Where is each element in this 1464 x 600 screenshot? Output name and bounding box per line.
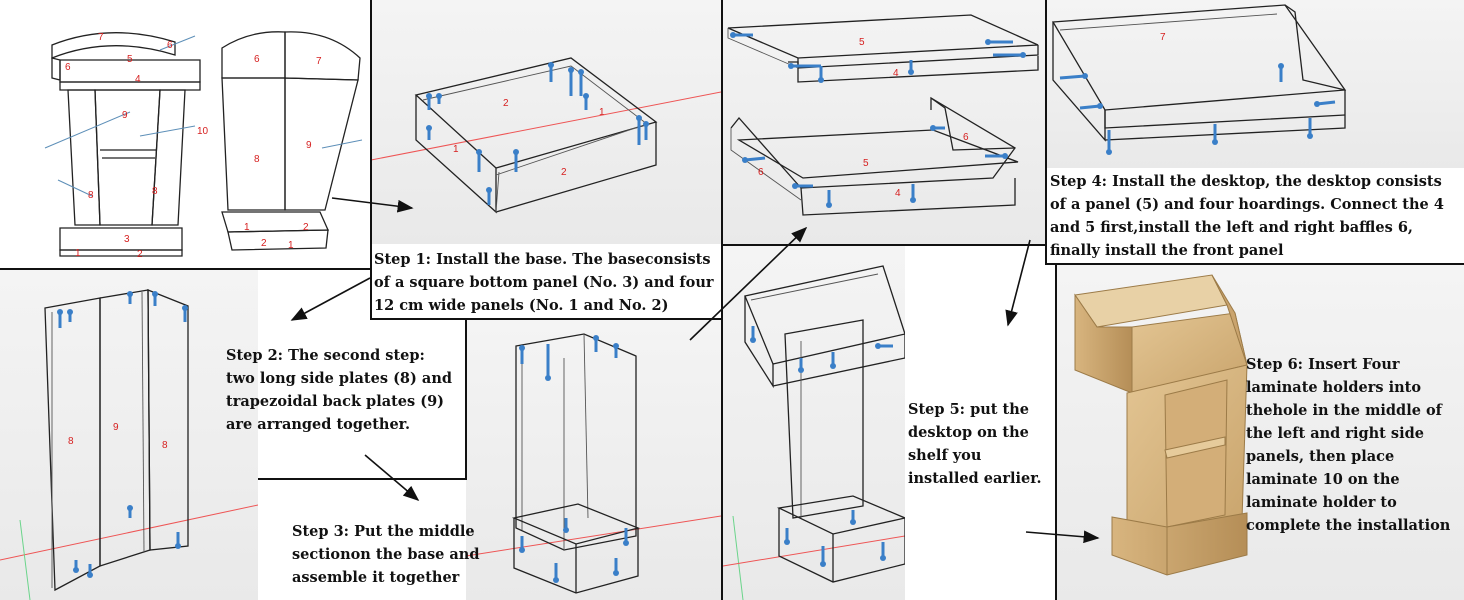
step5-render-panel (723, 246, 905, 600)
label-1: 1 (599, 107, 605, 118)
arrow (331, 197, 414, 213)
step1-base-render: 2 1 1 2 (371, 57, 721, 214)
step6-text: Step 6: Insert Four laminate holders int… (1246, 356, 1451, 534)
arrow (689, 226, 808, 341)
overview-drawing: 7 6 6 5 4 9 10 8 8 3 1 2 6 7 8 (44, 31, 363, 260)
label-7: 7 (98, 32, 104, 43)
label-2: 2 (303, 222, 309, 233)
step1-text: Step 1: Install the base. The baseconsis… (374, 251, 714, 314)
step3-text: Step 3: Put the middle sectionon the bas… (292, 523, 480, 586)
divider (1045, 263, 1464, 265)
label-7: 7 (316, 56, 322, 67)
step2-render-panel: 8 9 8 (0, 270, 258, 600)
label-6: 6 (65, 62, 71, 73)
step4-render-panel-b: 7 (1045, 0, 1464, 168)
label-8: 8 (162, 440, 168, 451)
label-1: 1 (453, 144, 459, 155)
divider (1055, 263, 1057, 600)
label-7: 7 (1160, 32, 1166, 43)
label-2: 2 (261, 238, 267, 249)
label-9: 9 (122, 110, 128, 121)
step4-render-panel-a: 5 4 5 6 6 4 (723, 0, 1045, 244)
label-8: 8 (254, 154, 260, 165)
step5-desktop-on-shelf (723, 265, 905, 600)
divider (370, 318, 722, 320)
label-1: 1 (75, 248, 81, 259)
step5-text: Step 5: put the desktop on the shelf you… (908, 401, 1042, 487)
divider (0, 268, 372, 270)
label-8: 8 (88, 190, 94, 201)
arrow (1005, 239, 1031, 327)
label-1: 1 (288, 240, 294, 251)
label-2: 2 (503, 98, 509, 109)
step2-text: Step 2: The second step: two long side p… (226, 347, 453, 433)
label-4: 4 (895, 188, 901, 199)
label-9: 9 (306, 140, 312, 151)
label-4: 4 (135, 74, 141, 85)
label-3: 3 (124, 234, 130, 245)
step2-side-plates: 8 9 8 (0, 289, 258, 600)
arrow (364, 454, 420, 502)
step4-text: Step 4: Install the desktop, the desktop… (1050, 173, 1444, 259)
step3-middle-section (466, 333, 721, 594)
label-6: 6 (254, 54, 260, 65)
label-6: 6 (963, 132, 969, 143)
lectern-front-view (44, 32, 201, 257)
step6-render-panel (1057, 265, 1464, 600)
label-6: 6 (758, 167, 764, 178)
label-8: 8 (152, 186, 158, 197)
step3-render-panel (466, 318, 721, 600)
label-8: 8 (68, 436, 74, 447)
divider (721, 0, 723, 600)
label-10: 10 (197, 126, 209, 137)
step6-finished-lectern (1074, 274, 1248, 576)
divider (722, 244, 1045, 246)
label-5: 5 (863, 158, 869, 169)
overview-drawing-panel: 7 6 6 5 4 9 10 8 8 3 1 2 6 7 8 (0, 0, 370, 268)
label-6: 6 (167, 40, 173, 51)
dowel-pins (426, 62, 649, 205)
label-5: 5 (127, 54, 133, 65)
label-5: 5 (859, 37, 865, 48)
step4-desktop-parts: 5 4 5 6 6 4 (727, 14, 1039, 216)
arrow (290, 277, 371, 321)
divider (370, 0, 372, 318)
label-1: 1 (244, 222, 250, 233)
label-9: 9 (113, 422, 119, 433)
divider (258, 478, 466, 480)
arrow (1025, 530, 1100, 544)
step4-desktop-assembled: 7 (1051, 4, 1347, 155)
lectern-back-view (221, 31, 363, 251)
divider (465, 318, 467, 480)
divider (1045, 0, 1047, 264)
label-2: 2 (561, 167, 567, 178)
label-4: 4 (893, 68, 899, 79)
label-2: 2 (137, 249, 143, 260)
step1-render-panel: 2 1 1 2 (371, 0, 721, 244)
